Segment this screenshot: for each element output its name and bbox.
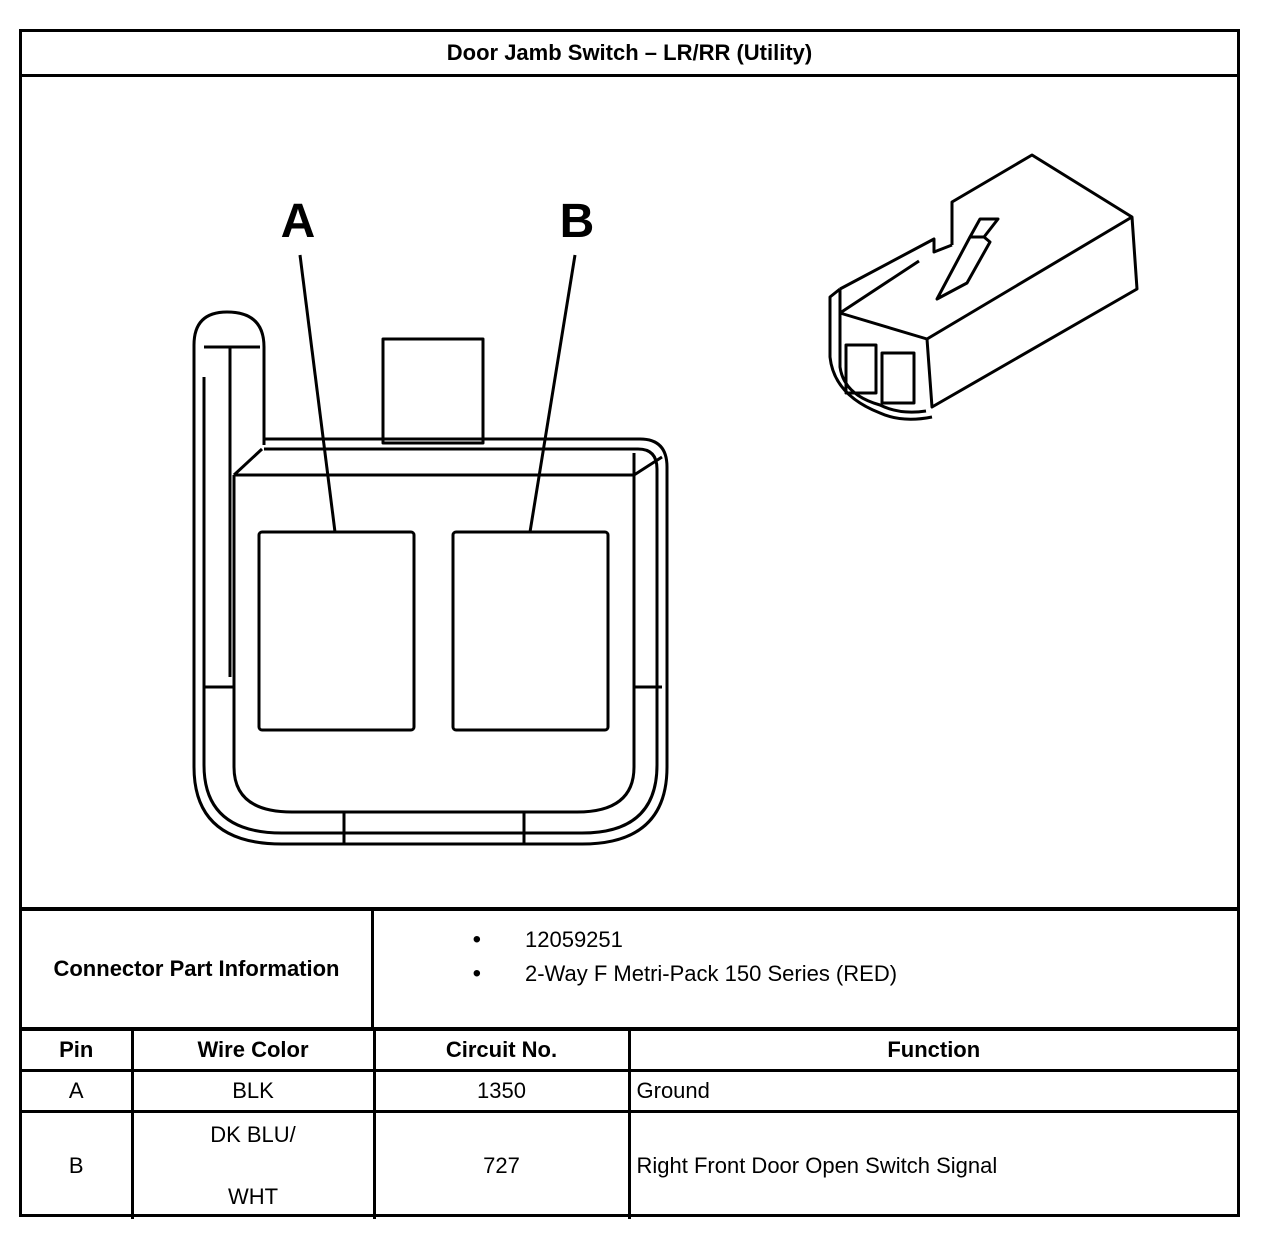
leader-a [298, 254, 337, 533]
connector-body-outer [192, 377, 669, 846]
lock-tab [381, 337, 485, 445]
circuit-no-cell: 1350 [372, 1069, 631, 1113]
sheet-title: Door Jamb Switch – LR/RR (Utility) [22, 32, 1237, 77]
wire-color-line-2: WHT [227, 1184, 279, 1209]
function-cell: Right Front Door Open Switch Signal [627, 1110, 1237, 1219]
pin-label-b: B [560, 195, 595, 248]
header-pin: Pin [22, 1027, 134, 1072]
pin-cell: B [22, 1110, 134, 1219]
bullet-icon: • [472, 960, 481, 987]
latch-tab [192, 310, 266, 445]
bullet-icon: • [472, 926, 481, 953]
connector-part-list: • 12059251 • 2-Way F Metri-Pack 150 Seri… [374, 911, 1237, 1027]
part-number: 12059251 [525, 927, 623, 952]
wire-color-cell: DK BLU/ WHT [130, 1110, 376, 1219]
list-item: • 12059251 [374, 923, 1237, 957]
pin-cell: A [22, 1069, 134, 1113]
cavity-a [257, 530, 416, 732]
leader-b [528, 254, 577, 533]
connector-drawing: A B [192, 153, 1139, 846]
pinout-table: Pin Wire Color Circuit No. Function A BL… [22, 1027, 1237, 1219]
connector-diagram: A B [22, 77, 1237, 907]
header-circuit-no: Circuit No. [372, 1027, 631, 1072]
header-function: Function [627, 1027, 1237, 1072]
connector-sheet: Door Jamb Switch – LR/RR (Utility) [19, 29, 1240, 1219]
connector-isometric [828, 153, 1139, 421]
table-header-row: Pin Wire Color Circuit No. Function [22, 1027, 1237, 1072]
function-cell: Ground [627, 1069, 1237, 1113]
wire-color-line-1: DK BLU/ [210, 1122, 296, 1147]
connector-part-info: Connector Part Information • 12059251 • … [22, 907, 1237, 1027]
wire-color-cell: BLK [130, 1069, 376, 1113]
connector-description: 2-Way F Metri-Pack 150 Series (RED) [525, 961, 898, 986]
connector-face [232, 453, 636, 814]
header-wire-color: Wire Color [130, 1027, 376, 1072]
circuit-no-cell: 727 [372, 1110, 631, 1219]
table-row: A BLK 1350 Ground [22, 1069, 1237, 1113]
bottom-key [342, 812, 526, 844]
table-row: B DK BLU/ WHT 727 Right Front Door Open … [22, 1110, 1237, 1219]
list-item: • 2-Way F Metri-Pack 150 Series (RED) [374, 957, 1237, 991]
pin-label-a: A [281, 195, 316, 248]
connector-part-info-label: Connector Part Information [22, 911, 374, 1027]
cavity-b [451, 530, 610, 732]
